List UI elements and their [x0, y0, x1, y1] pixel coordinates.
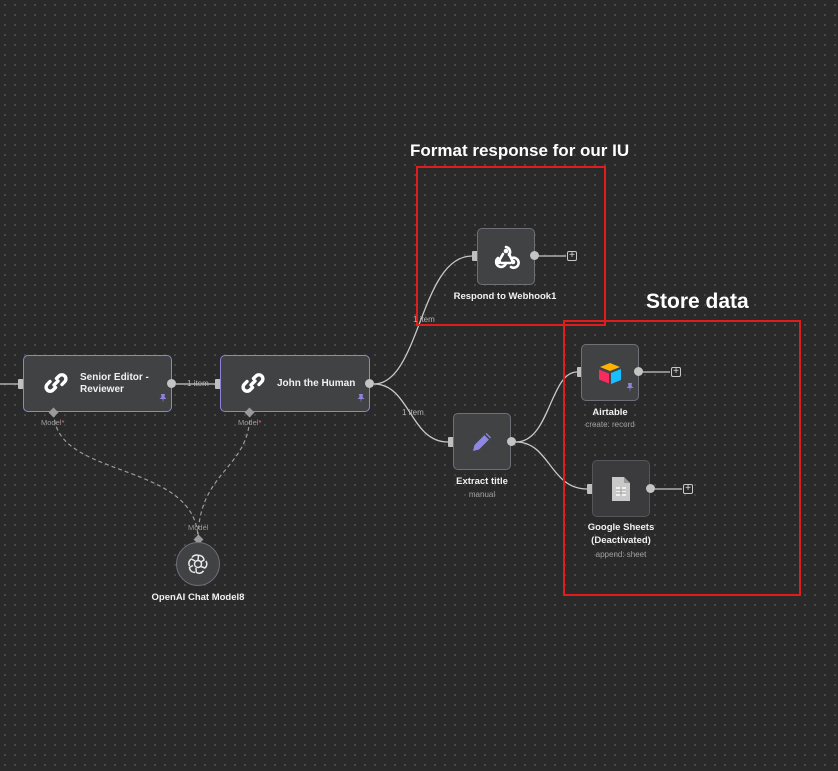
edge-label-senior-john: 1 item	[187, 379, 209, 388]
google-sheets-title: Google Sheets (Deactivated)	[588, 522, 655, 547]
openai-model-label: Model	[188, 523, 209, 532]
airtable-node[interactable]	[581, 344, 639, 401]
respond-webhook-node[interactable]	[477, 228, 535, 285]
extract-title-node[interactable]	[453, 413, 511, 470]
google-sheets-title-line2: (Deactivated)	[591, 535, 651, 546]
pin-icon	[159, 390, 167, 408]
pin-icon	[357, 390, 365, 408]
link-icon	[42, 369, 70, 397]
store-data-annotation-box	[563, 320, 801, 596]
google-sheets-node[interactable]	[592, 460, 650, 517]
extract-title-subtitle: manual	[468, 490, 496, 499]
google-sheets-input-handle[interactable]	[587, 484, 593, 494]
senior-editor-node[interactable]: Senior Editor - Reviewer	[23, 355, 172, 412]
format-response-annotation: Format response for our IU	[410, 141, 630, 160]
connection-john-extract	[373, 383, 449, 443]
airtable-output-handle[interactable]	[634, 367, 643, 376]
openai-icon	[187, 553, 209, 575]
john-human-output-handle[interactable]	[365, 379, 374, 388]
john-human-model-label: Model*	[238, 418, 262, 427]
pin-icon	[626, 379, 634, 397]
airtable-icon	[582, 345, 638, 400]
google-sheets-subtitle: append: sheet	[595, 550, 647, 559]
extract-title-output-handle[interactable]	[507, 437, 516, 446]
airtable-title: Airtable	[592, 407, 628, 418]
john-human-input-handle[interactable]	[215, 379, 221, 389]
edge-label-john-webhook: 1 item	[413, 315, 435, 324]
model-connection-senior	[53, 412, 199, 541]
webhook-icon	[478, 229, 534, 284]
add-node-button[interactable]: +	[683, 484, 693, 494]
model-connection-john	[197, 412, 251, 541]
link-icon	[239, 369, 267, 397]
senior-editor-output-handle[interactable]	[167, 379, 176, 388]
senior-editor-title: Senior Editor - Reviewer	[80, 371, 149, 395]
openai-model-title: OpenAI Chat Model8	[151, 592, 245, 603]
connection-john-webhook	[373, 255, 473, 385]
extract-title-input-handle[interactable]	[448, 437, 454, 447]
john-human-title: John the Human	[277, 377, 356, 389]
senior-editor-model-label: Model*	[41, 418, 65, 427]
add-node-button[interactable]: +	[567, 251, 577, 261]
format-response-annotation-box	[416, 166, 606, 326]
respond-webhook-title: Respond to Webhook1	[453, 291, 557, 302]
add-node-button[interactable]: +	[671, 367, 681, 377]
openai-model-node[interactable]	[176, 542, 220, 586]
google-sheets-title-line1: Google Sheets	[587, 522, 655, 533]
store-data-annotation: Store data	[646, 290, 749, 313]
respond-webhook-input-handle[interactable]	[472, 251, 478, 261]
airtable-input-handle[interactable]	[577, 367, 583, 377]
respond-webhook-output-handle[interactable]	[530, 251, 539, 260]
connection-extract-airtable	[515, 371, 578, 443]
john-human-node[interactable]: John the Human	[220, 355, 370, 412]
google-sheets-icon	[593, 461, 649, 516]
google-sheets-output-handle[interactable]	[646, 484, 655, 493]
connection-extract-sheets	[515, 441, 588, 490]
pencil-icon	[454, 414, 510, 469]
airtable-subtitle: create: record	[585, 420, 635, 429]
extract-title-title: Extract title	[456, 476, 508, 487]
senior-editor-input-handle[interactable]	[18, 379, 24, 389]
edge-label-john-extract: 1 item	[402, 408, 424, 417]
